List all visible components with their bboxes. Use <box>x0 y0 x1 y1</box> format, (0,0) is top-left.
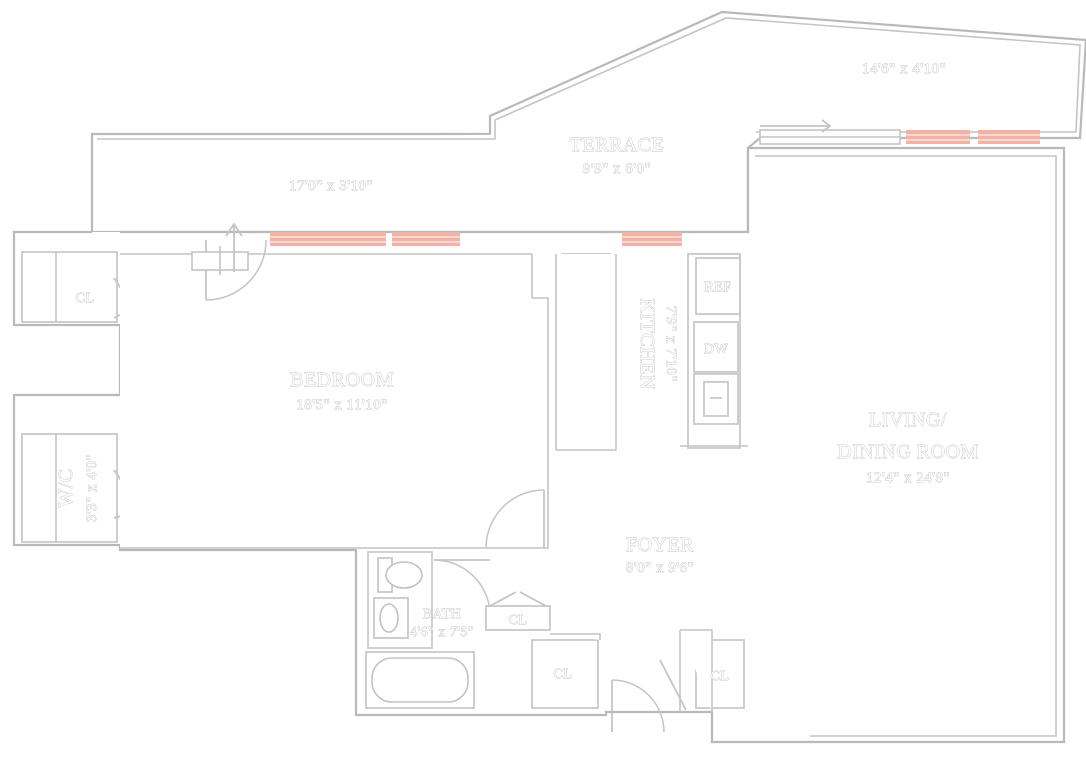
closet-label-left: CL <box>76 291 95 306</box>
bath-dim: 4'6" x 7'5" <box>410 625 474 640</box>
refrigerator <box>695 257 741 315</box>
foyer-label: FOYER <box>626 534 694 556</box>
living-label-line1: LIVING/ <box>869 409 947 431</box>
wic-closet <box>21 433 118 543</box>
sink-icon <box>693 373 739 425</box>
living-dim: 12'4" x 24'8" <box>866 470 950 486</box>
window-bedroom-2 <box>392 232 460 246</box>
kitchen-wall <box>555 254 617 451</box>
bedroom-dim: 18'5" x 11'10" <box>296 397 388 413</box>
terrace-dim: 9'9" x 6'0" <box>583 161 651 177</box>
window-kitchen <box>622 232 682 246</box>
bath-door-arc <box>433 559 491 613</box>
window-living-1 <box>906 130 970 144</box>
dishwasher <box>693 321 739 373</box>
terrace-label: TERRACE <box>570 134 665 156</box>
left-closet <box>21 251 118 323</box>
wic-label: W/C <box>55 468 77 507</box>
living-label-line2: DINING ROOM <box>837 441 979 463</box>
bath-sink-icon <box>373 597 409 639</box>
terrace-right-dim: 14'6" x 4'10" <box>862 61 946 77</box>
apartment-inner-wall-line <box>755 155 1057 737</box>
terrace-outline-inner <box>97 17 1081 140</box>
sliding-arrow-icon <box>760 119 832 133</box>
bedroom-terrace-door-arc <box>205 239 267 301</box>
bedroom-label: BEDROOM <box>290 369 394 391</box>
foyer-wall <box>550 629 713 712</box>
terrace-left-dim: 17'0" x 3'10" <box>289 178 373 194</box>
kitchen-label: KITCHEN <box>636 298 658 389</box>
kitchen-dim: 7'9" x 7'10" <box>663 306 679 382</box>
bedroom-foyer-door-arc <box>485 489 545 549</box>
closet-label-foyer-left: CL <box>554 667 573 682</box>
closet-label-bath: CL <box>509 613 528 628</box>
foyer-closet-left <box>531 639 599 709</box>
dw-label: DW <box>704 342 729 357</box>
bathtub-icon <box>365 651 475 709</box>
foyer-dim: 8'0" x 9'6" <box>626 560 694 576</box>
bedroom-wall <box>120 253 549 549</box>
bath-label: BATH <box>423 607 462 622</box>
door-arrow-icon <box>225 222 243 272</box>
closet-label-foyer-right: CL <box>711 669 730 684</box>
wic-dim: 3'3" x 4'0" <box>84 454 100 522</box>
ref-label: REF <box>704 280 731 295</box>
window-bedroom-1 <box>270 232 386 246</box>
window-living-2 <box>978 130 1040 144</box>
bath-closet <box>485 605 551 631</box>
toilet-icon <box>377 557 423 593</box>
foyer-closet-door <box>659 659 687 711</box>
bath-closet-door <box>489 591 547 607</box>
entry-door-arc <box>611 679 665 733</box>
